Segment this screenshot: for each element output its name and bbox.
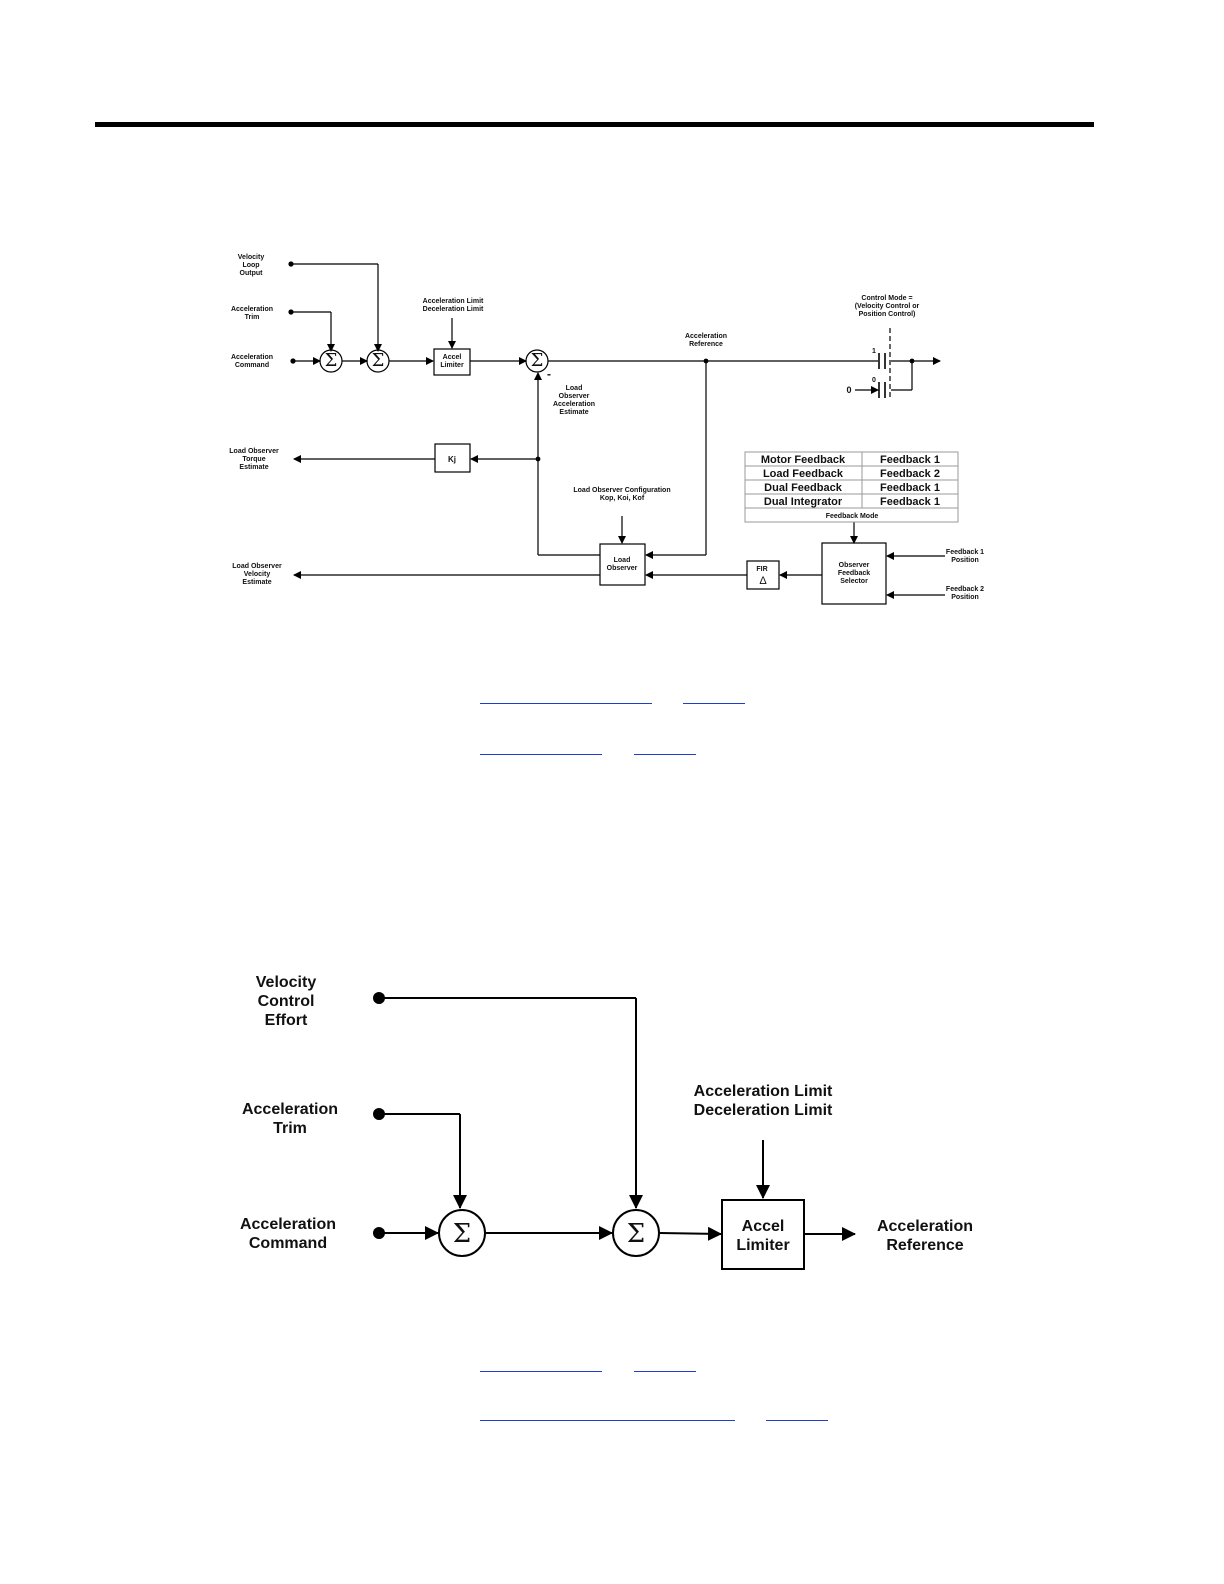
page-link[interactable] — [683, 703, 745, 704]
velocity-loop-output-label: Output — [240, 270, 264, 277]
page-link[interactable] — [766, 1420, 828, 1421]
acceleration-reference-label: Reference — [689, 341, 723, 348]
velocity-loop-output-label: Loop — [242, 262, 259, 269]
fir-delta-symbol: Δ — [759, 575, 767, 587]
sum-symbol: Σ — [627, 1219, 645, 1249]
load-observer-torque-estimate-label: Estimate — [239, 464, 268, 471]
load-observer-accel-estimate-label: Observer — [559, 393, 590, 400]
control-mode-label: Position Control) — [859, 311, 916, 318]
page-link[interactable] — [634, 754, 696, 755]
cross-reference-link[interactable] — [480, 703, 652, 704]
load-observer-accel-estimate-label: Acceleration — [553, 401, 595, 408]
decel-limit-label: Deceleration Limit — [423, 306, 484, 313]
sum-symbol: Σ — [325, 350, 338, 371]
feedback-mode-label: Feedback Mode — [826, 513, 879, 520]
accel-limit-label: Acceleration Limit — [694, 1083, 833, 1100]
fir-box-label: FIR — [756, 566, 767, 573]
cross-reference-link[interactable] — [480, 754, 602, 755]
velocity-loop-output-label: Velocity — [238, 254, 265, 261]
accel-limit-label: Acceleration Limit — [423, 298, 484, 305]
feedback-mode-table: Motor Feedback Feedback 1 Load Feedback … — [744, 451, 959, 523]
load-observer-accel-estimate-label: Load — [566, 385, 583, 392]
accel-limiter-box-label: Limiter — [440, 362, 464, 369]
acceleration-trim-label: Trim — [245, 314, 260, 321]
load-observer-box-label: Load — [614, 557, 631, 564]
velocity-control-effort-label: Control — [258, 993, 315, 1010]
control-mode-label: Control Mode = — [861, 295, 912, 302]
observer-feedback-selector-label: Feedback — [838, 570, 870, 577]
table-cell: Feedback 1 — [880, 454, 940, 466]
acceleration-trim-label: Acceleration — [242, 1101, 338, 1118]
load-observer-velocity-estimate-label: Estimate — [242, 579, 271, 586]
load-observer-velocity-estimate-label: Load Observer — [232, 563, 282, 570]
load-observer-diagram: Σ Σ Σ Velocity Loop Output Acceleration … — [229, 254, 984, 605]
load-observer-velocity-estimate-label: Velocity — [244, 571, 271, 578]
table-cell: Feedback 1 — [880, 482, 940, 494]
sum-symbol: Σ — [372, 350, 385, 371]
table-cell: Load Feedback — [763, 468, 844, 480]
table-cell: Dual Feedback — [764, 482, 843, 494]
decel-limit-label: Deceleration Limit — [694, 1102, 833, 1119]
load-observer-accel-estimate-label: Estimate — [559, 409, 588, 416]
acceleration-command-label: Acceleration — [240, 1216, 336, 1233]
load-observer-box-label: Observer — [607, 565, 638, 572]
load-observer-torque-estimate-label: Torque — [242, 456, 265, 463]
zero-input-label: 0 — [846, 385, 851, 395]
accel-limiter-box-label: Accel — [742, 1218, 785, 1235]
acceleration-command-label: Command — [235, 362, 269, 369]
feedback-1-position-label: Feedback 1 — [946, 549, 984, 556]
minus-sign: - — [547, 367, 551, 381]
feedback-1-position-label: Position — [951, 557, 979, 564]
cross-reference-link[interactable] — [480, 1420, 735, 1421]
table-cell: Feedback 1 — [880, 496, 940, 508]
load-observer-torque-estimate-label: Load Observer — [229, 448, 279, 455]
acceleration-command-label: Acceleration — [231, 354, 273, 361]
acceleration-reference-label: Acceleration — [877, 1218, 973, 1235]
acceleration-command-label: Command — [249, 1235, 327, 1252]
load-observer-config-label: Load Observer Configuration — [573, 487, 670, 494]
load-observer-config-label: Kop, Koi, Kof — [600, 495, 645, 502]
cross-reference-link[interactable] — [480, 1371, 602, 1372]
sum-symbol: Σ — [531, 350, 544, 371]
acceleration-trim-label: Trim — [273, 1120, 307, 1137]
kj-box-label: Kj — [448, 455, 456, 464]
observer-feedback-selector-label: Observer — [839, 562, 870, 569]
table-cell: Dual Integrator — [764, 496, 843, 508]
acceleration-reference-label: Reference — [886, 1237, 963, 1254]
table-cell: Motor Feedback — [761, 454, 846, 466]
feedback-2-position-label: Position — [951, 594, 979, 601]
top-rule — [95, 122, 1094, 127]
acceleration-reference-label: Acceleration — [685, 333, 727, 340]
switch-position-0: 0 — [872, 377, 876, 384]
observer-feedback-selector-label: Selector — [840, 578, 868, 585]
switch-position-1: 1 — [872, 348, 876, 355]
acceleration-trim-label: Acceleration — [231, 306, 273, 313]
sum-symbol: Σ — [453, 1219, 471, 1249]
feedback-2-position-label: Feedback 2 — [946, 586, 984, 593]
velocity-control-effort-label: Effort — [265, 1012, 308, 1029]
page-link[interactable] — [634, 1371, 696, 1372]
table-cell: Feedback 2 — [880, 468, 940, 480]
accel-limiter-box-label: Accel — [443, 354, 462, 361]
velocity-control-effort-label: Velocity — [256, 974, 317, 991]
control-mode-label: (Velocity Control or — [855, 303, 920, 310]
accel-limiter-box-label: Limiter — [736, 1237, 789, 1254]
